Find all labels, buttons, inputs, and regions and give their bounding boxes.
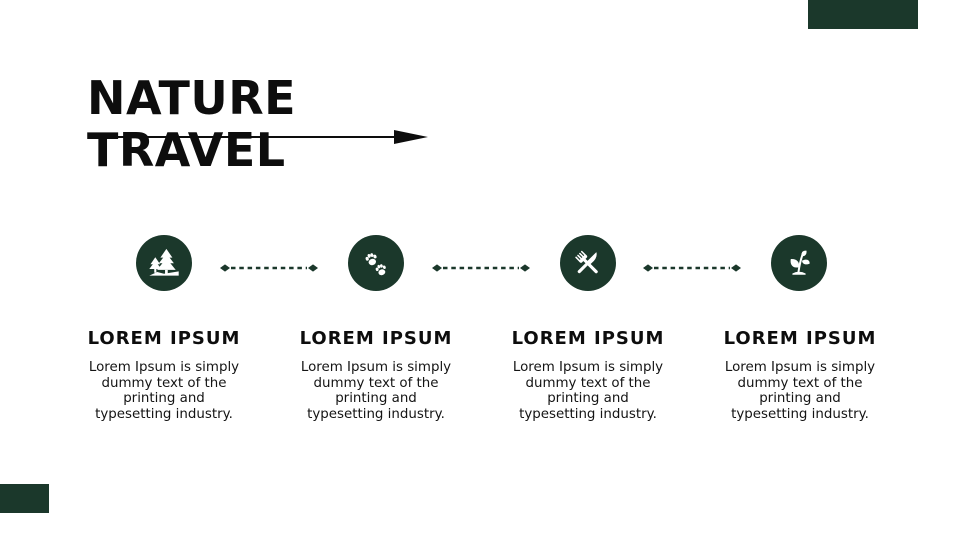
step-column-4: LOREM IPSUM Lorem Ipsum is simply dummy … — [700, 328, 900, 422]
forest-trees-icon — [149, 248, 179, 276]
body-line: Lorem Ipsum is simply — [512, 360, 664, 375]
step-column-3: LOREM IPSUM Lorem Ipsum is simply dummy … — [488, 328, 688, 422]
step-heading: LOREM IPSUM — [511, 328, 665, 349]
body-line: typesetting industry. — [307, 406, 445, 422]
dashed-connector-3 — [642, 260, 742, 274]
step-body: Lorem Ipsum is simply dummy text of the … — [700, 360, 900, 422]
body-line: dummy text of the — [101, 375, 227, 391]
step-circle-1 — [136, 235, 192, 291]
body-line: Lorem Ipsum is simply — [724, 360, 876, 375]
step-body: Lorem Ipsum is simply dummy text of the … — [276, 360, 476, 422]
body-line: Lorem Ipsum is simply — [88, 360, 240, 375]
body-line: typesetting industry. — [95, 406, 233, 422]
body-line: dummy text of the — [525, 375, 651, 391]
step-column-1: LOREM IPSUM Lorem Ipsum is simply dummy … — [64, 328, 264, 422]
title-arrow-head-icon — [394, 130, 428, 144]
title-line-1: NATURE — [87, 71, 297, 125]
title-arrow-line — [90, 136, 395, 139]
body-line: dummy text of the — [313, 375, 439, 391]
fork-knife-icon — [575, 250, 598, 274]
step-heading: LOREM IPSUM — [87, 328, 241, 349]
step-circle-4 — [771, 235, 827, 291]
body-line: printing and — [547, 391, 629, 407]
body-line: Lorem Ipsum is simply — [300, 360, 452, 375]
body-line: printing and — [123, 391, 205, 407]
step-circle-2 — [348, 235, 404, 291]
seedling-icon — [790, 250, 810, 275]
step-heading: LOREM IPSUM — [299, 328, 453, 349]
step-circle-3 — [560, 235, 616, 291]
body-line: printing and — [335, 391, 417, 407]
dashed-connector-1 — [219, 260, 319, 274]
accent-bar-bottom-left — [0, 484, 49, 513]
step-heading: LOREM IPSUM — [723, 328, 877, 349]
paw-prints-icon — [365, 253, 386, 276]
slide-title: NATURE TRAVEL — [87, 72, 296, 176]
dashed-connector-2 — [431, 260, 531, 274]
title-line-2: TRAVEL — [87, 123, 286, 177]
body-line: dummy text of the — [737, 375, 863, 391]
body-line: typesetting industry. — [731, 406, 869, 422]
body-line: typesetting industry. — [519, 406, 657, 422]
body-line: printing and — [759, 391, 841, 407]
step-body: Lorem Ipsum is simply dummy text of the … — [488, 360, 688, 422]
step-column-2: LOREM IPSUM Lorem Ipsum is simply dummy … — [276, 328, 476, 422]
step-body: Lorem Ipsum is simply dummy text of the … — [64, 360, 264, 422]
accent-bar-top-right — [808, 0, 918, 29]
